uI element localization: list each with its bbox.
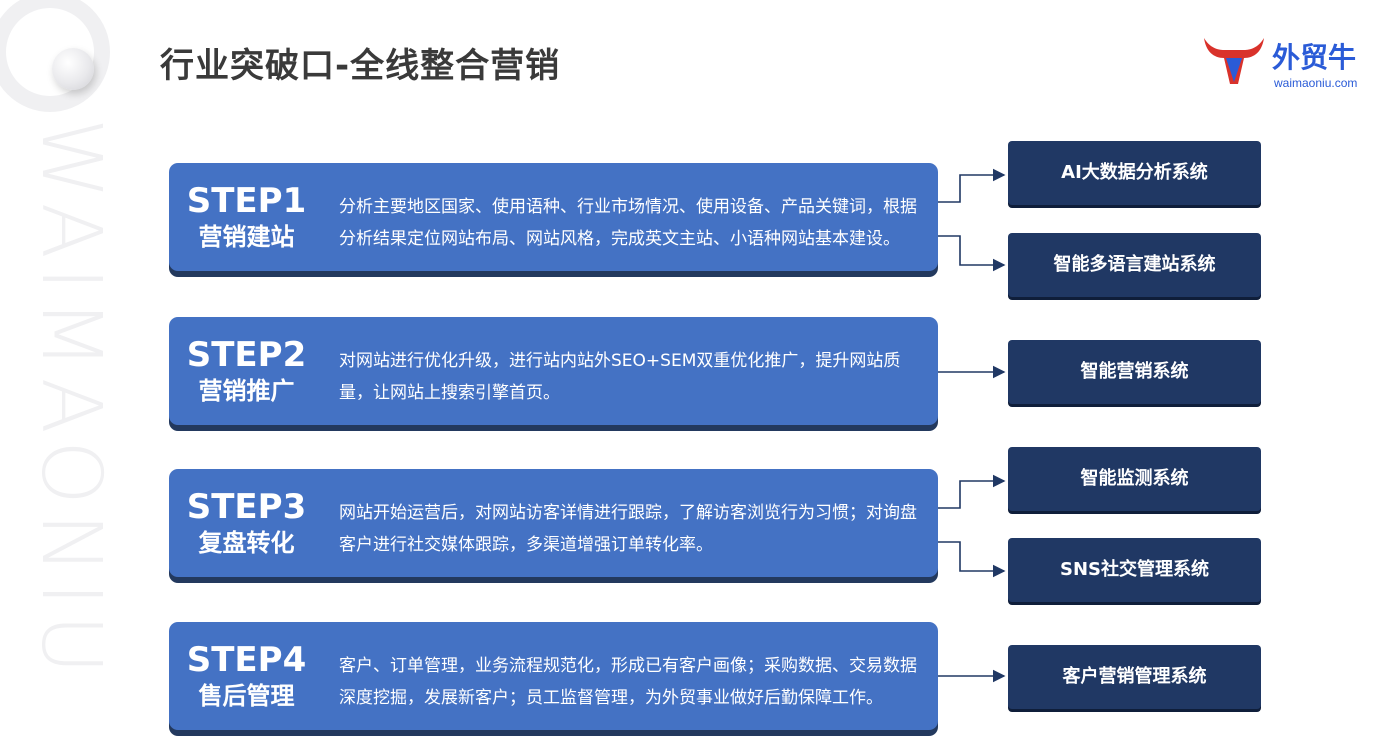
step-card-4: STEP4 售后管理 客户、订单管理，业务流程规范化，形成已有客户画像；采购数据… — [169, 622, 938, 730]
step-number: STEP1 — [186, 181, 307, 221]
step-name: 营销建站 — [198, 223, 295, 251]
step-name: 售后管理 — [198, 682, 295, 710]
step-name: 营销推广 — [198, 377, 295, 405]
step-number: STEP2 — [186, 335, 307, 375]
step-card-1: STEP1 营销建站 分析主要地区国家、使用语种、行业市场情况、使用设备、产品关… — [169, 163, 938, 271]
watermark-text: WAIMAONIU — [23, 118, 118, 683]
bull-horns-icon — [1204, 38, 1264, 84]
page-title: 行业突破口-全线整合营销 — [160, 46, 561, 86]
system-box-monitoring: 智能监测系统 — [1008, 447, 1261, 511]
brand-logo: 外贸牛 waimaoniu.com — [1200, 32, 1380, 92]
decorative-watermark: WAIMAONIU — [0, 0, 150, 749]
step-description: 客户、订单管理，业务流程规范化，形成已有客户画像；采购数据、交易数据深度挖掘，发… — [339, 656, 917, 708]
arrow-step1-ai — [938, 168, 1006, 203]
step-description: 分析主要地区国家、使用语种、行业市场情况、使用设备、产品关键词，根据分析结果定位… — [339, 197, 917, 249]
step-description: 网站开始运营后，对网站访客详情进行跟踪，了解访客浏览行为习惯；对询盘客户进行社交… — [339, 503, 917, 555]
step-name: 复盘转化 — [198, 529, 295, 557]
logo-name: 外贸牛 — [1272, 41, 1357, 74]
step-number: STEP3 — [186, 487, 307, 527]
step-card-3: STEP3 复盘转化 网站开始运营后，对网站访客详情进行跟踪，了解访客浏览行为习… — [169, 469, 938, 577]
logo-domain: waimaoniu.com — [1274, 76, 1358, 90]
system-box-marketing: 智能营销系统 — [1008, 340, 1261, 404]
decorative-sphere — [52, 48, 94, 90]
step-number: STEP4 — [186, 640, 307, 680]
arrow-step1-site — [938, 235, 1006, 272]
arrow-step3-monitor — [938, 474, 1006, 509]
system-box-sns: SNS社交管理系统 — [1008, 538, 1261, 602]
system-box-multilingual-site: 智能多语言建站系统 — [1008, 233, 1261, 297]
step-description: 对网站进行优化升级，进行站内站外SEO+SEM双重优化推广，提升网站质量，让网站… — [339, 351, 901, 403]
arrow-step3-sns — [938, 541, 1006, 578]
system-box-crm: 客户营销管理系统 — [1008, 645, 1261, 709]
system-box-ai-analytics: AI大数据分析系统 — [1008, 141, 1261, 205]
step-card-2: STEP2 营销推广 对网站进行优化升级，进行站内站外SEO+SEM双重优化推广… — [169, 317, 938, 425]
